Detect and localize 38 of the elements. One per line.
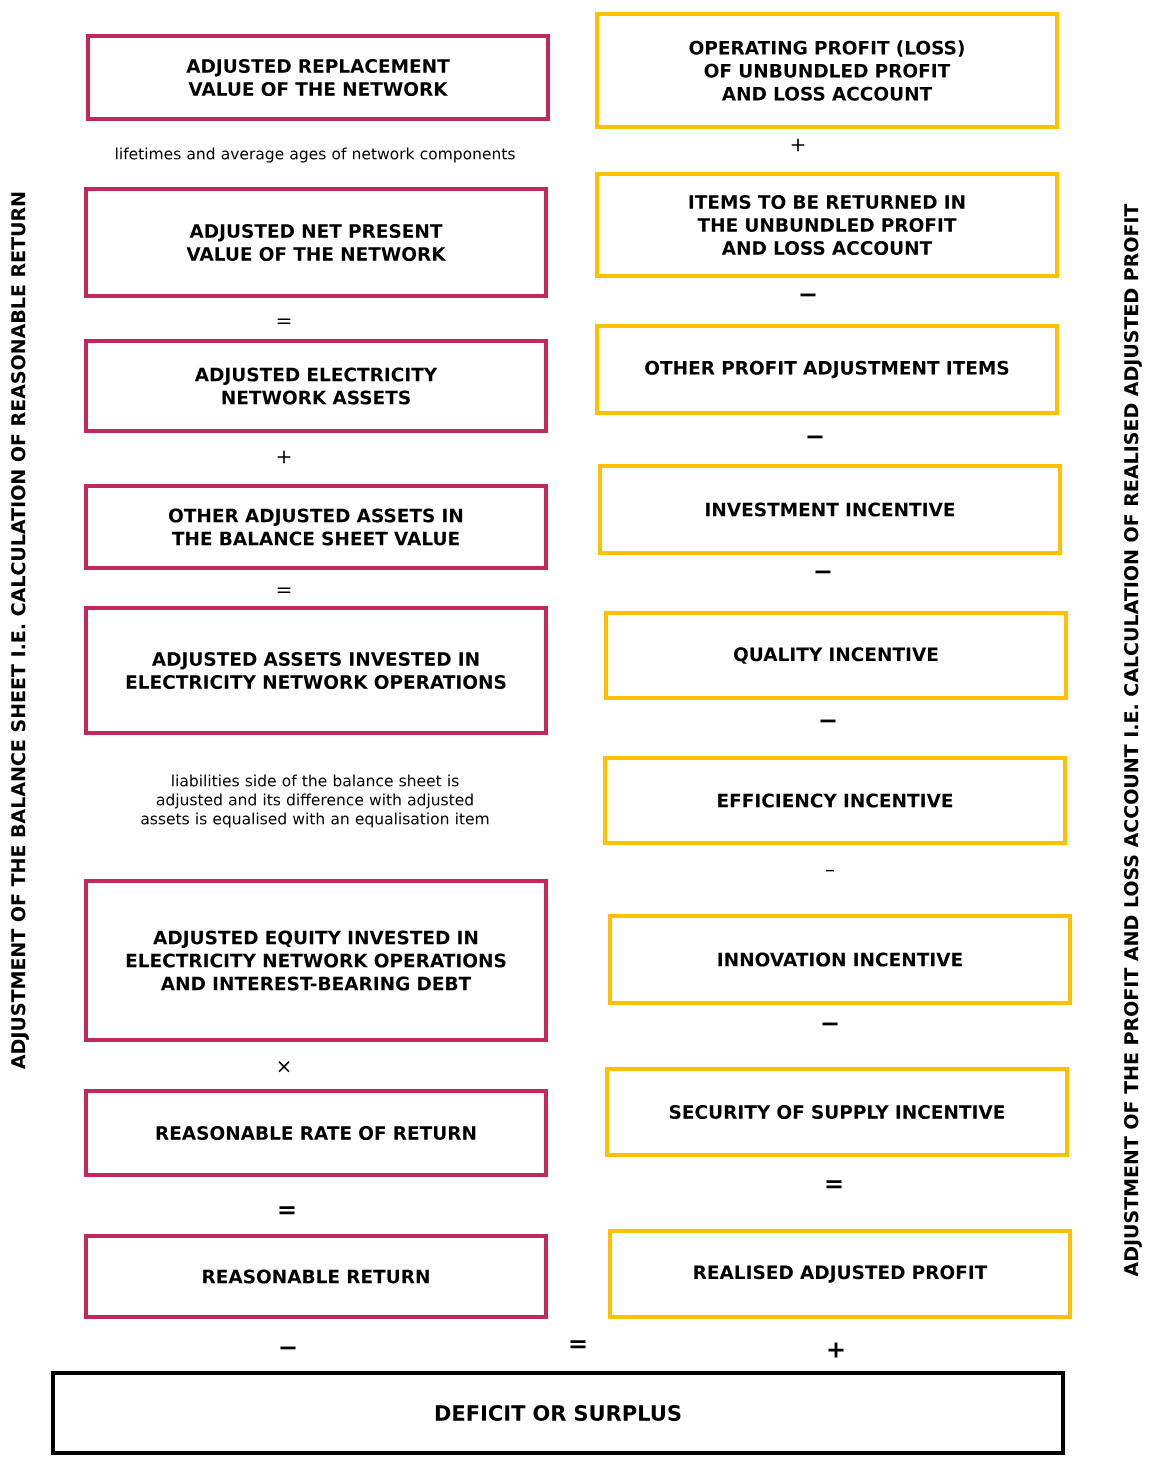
operator-sign: = bbox=[279, 1206, 295, 1215]
operator-sign: = bbox=[277, 587, 291, 594]
term-box: OTHER ADJUSTED ASSETS IN THE BALANCE SHEET VALUE bbox=[84, 484, 548, 570]
operator-sign: × bbox=[278, 1061, 290, 1073]
term-box: EFFICIENCY INCENTIVE bbox=[603, 756, 1067, 845]
term-box: SECURITY OF SUPPLY INCENTIVE bbox=[605, 1067, 1069, 1157]
operator-sign: = bbox=[570, 1340, 586, 1349]
term-box: ADJUSTED ASSETS INVESTED IN ELECTRICITY NETWORK OPERATIONS bbox=[84, 606, 548, 735]
term-box: REASONABLE RETURN bbox=[84, 1234, 548, 1319]
term-box: QUALITY INCENTIVE bbox=[604, 611, 1068, 700]
operator-sign: – bbox=[825, 869, 834, 872]
operator-sign: = bbox=[826, 1180, 842, 1189]
term-box: INVESTMENT INCENTIVE bbox=[598, 464, 1062, 555]
operator-sign: − bbox=[807, 435, 823, 439]
operator-sign: = bbox=[277, 318, 291, 325]
term-box: REALISED ADJUSTED PROFIT bbox=[608, 1229, 1072, 1319]
side-title: ADJUSTMENT OF THE PROFIT AND LOSS ACCOUNT I.E. CALCULATION OF REALISED ADJUSTED PROFIT bbox=[1124, 203, 1142, 1277]
operator-sign: − bbox=[820, 719, 836, 723]
term-box: INNOVATION INCENTIVE bbox=[608, 914, 1072, 1005]
term-box: OTHER PROFIT ADJUSTMENT ITEMS bbox=[595, 324, 1059, 415]
note-text: lifetimes and average ages of network components bbox=[116, 147, 515, 163]
term-box: ADJUSTED REPLACEMENT VALUE OF THE NETWORK bbox=[86, 34, 550, 121]
operator-sign: + bbox=[277, 450, 291, 464]
term-box: ITEMS TO BE RETURNED IN THE UNBUNDLED PROFIT AND LOSS ACCOUNT bbox=[595, 172, 1059, 278]
operator-sign: + bbox=[791, 138, 805, 152]
note-text: liabilities side of the balance sheet is adjusted and its difference with adjusted assets is equalised with an equalisation item bbox=[141, 774, 489, 828]
operator-sign: − bbox=[280, 1346, 296, 1350]
operator-sign: − bbox=[800, 293, 816, 297]
side-title: ADJUSTMENT OF THE BALANCE SHEET I.E. CALCULATION OF REASONABLE RETURN bbox=[11, 192, 29, 1069]
result-box: DEFICIT OR SURPLUS bbox=[51, 1371, 1065, 1455]
operator-sign: + bbox=[828, 1342, 844, 1358]
term-box: ADJUSTED EQUITY INVESTED IN ELECTRICITY NETWORK OPERATIONS AND INTEREST-BEARING DEBT bbox=[84, 879, 548, 1042]
operator-sign: − bbox=[822, 1022, 838, 1026]
term-box: ADJUSTED ELECTRICITY NETWORK ASSETS bbox=[84, 339, 548, 433]
operator-sign: − bbox=[815, 570, 831, 574]
term-box: ADJUSTED NET PRESENT VALUE OF THE NETWORK bbox=[84, 187, 548, 298]
term-box: OPERATING PROFIT (LOSS) OF UNBUNDLED PROFIT AND LOSS ACCOUNT bbox=[595, 12, 1059, 129]
term-box: REASONABLE RATE OF RETURN bbox=[84, 1089, 548, 1177]
